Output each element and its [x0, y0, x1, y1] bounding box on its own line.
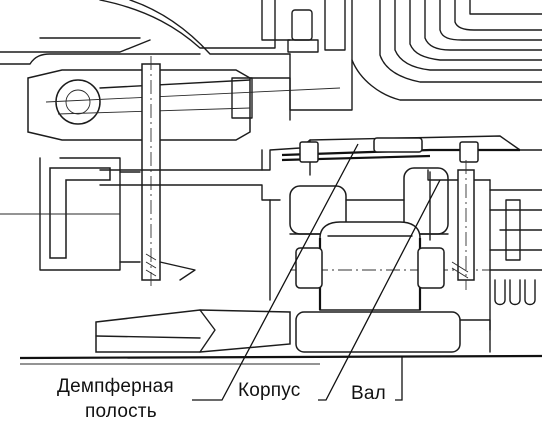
label-leaders	[192, 143, 441, 401]
rocker-lever-assembly	[27, 69, 341, 141]
shaft-label: Вал	[351, 383, 386, 404]
housing-label: Корпус	[238, 380, 301, 401]
right-casing-contours	[289, 0, 542, 111]
right-vertical-bolt	[451, 160, 475, 290]
damper-cavity-label-line1: Демпферная	[57, 376, 174, 397]
left-l-bracket	[0, 157, 141, 271]
housing-screws	[299, 137, 479, 163]
lower-housing-block	[295, 311, 491, 353]
lower-wedge-sleeve	[95, 309, 291, 353]
damper-cavity-label-line2: полость	[85, 401, 157, 422]
bearing-race	[290, 221, 542, 311]
labyrinth-seal	[489, 179, 542, 331]
top-bolt-head	[287, 0, 346, 53]
vertical-lock-bolt	[141, 56, 196, 290]
upper-housing-contours	[0, 0, 291, 65]
shaft-line	[19, 354, 542, 365]
